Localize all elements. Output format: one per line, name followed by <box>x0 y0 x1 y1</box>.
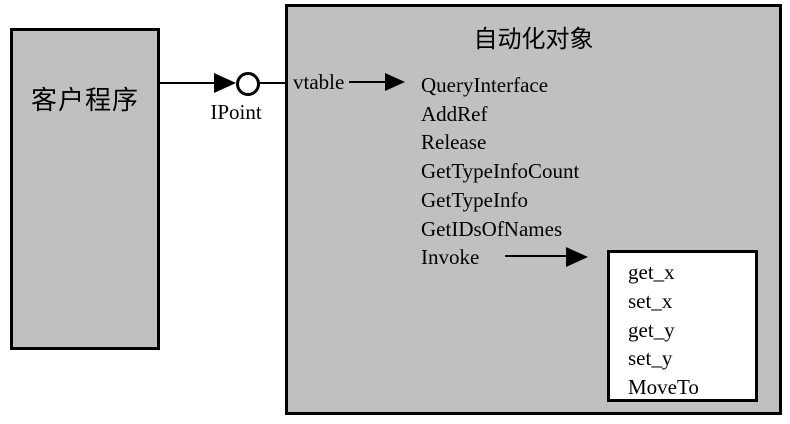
dispatch-method: set_x <box>628 288 673 313</box>
client-program-label: 客户程序 <box>30 86 139 115</box>
vtable-arrow-line <box>349 81 389 83</box>
vtable-method: Invoke <box>421 245 480 270</box>
vtable-method: GetTypeInfo <box>421 187 528 212</box>
dispatch-method: MoveTo <box>628 375 699 400</box>
vtable-method: GetTypeInfoCount <box>421 159 580 184</box>
client-program-box: 客户程序 <box>10 28 160 350</box>
vtable-method: QueryInterface <box>421 73 549 97</box>
arrow-right-icon <box>566 247 588 267</box>
arrow-right-icon <box>214 73 236 93</box>
dispatch-method: get_y <box>628 317 675 342</box>
connector-line-to-object <box>260 82 285 84</box>
vtable-method: Release <box>421 130 487 155</box>
vtable-method: AddRef <box>421 101 488 126</box>
automation-object-title: 自动化对象 <box>473 27 594 53</box>
vtable-label: vtable <box>293 70 345 94</box>
invoke-arrow-line <box>505 255 568 257</box>
interface-name-label: IPoint <box>210 100 262 124</box>
interface-lollipop-icon <box>236 72 260 96</box>
dispatch-method: set_y <box>628 346 673 371</box>
vtable-method: GetIDsOfNames <box>421 216 563 241</box>
automation-object-box: 自动化对象 <box>285 4 782 415</box>
connector-line-client <box>160 82 216 84</box>
dispatch-method: get_x <box>628 260 675 284</box>
arrow-right-icon <box>385 73 405 91</box>
